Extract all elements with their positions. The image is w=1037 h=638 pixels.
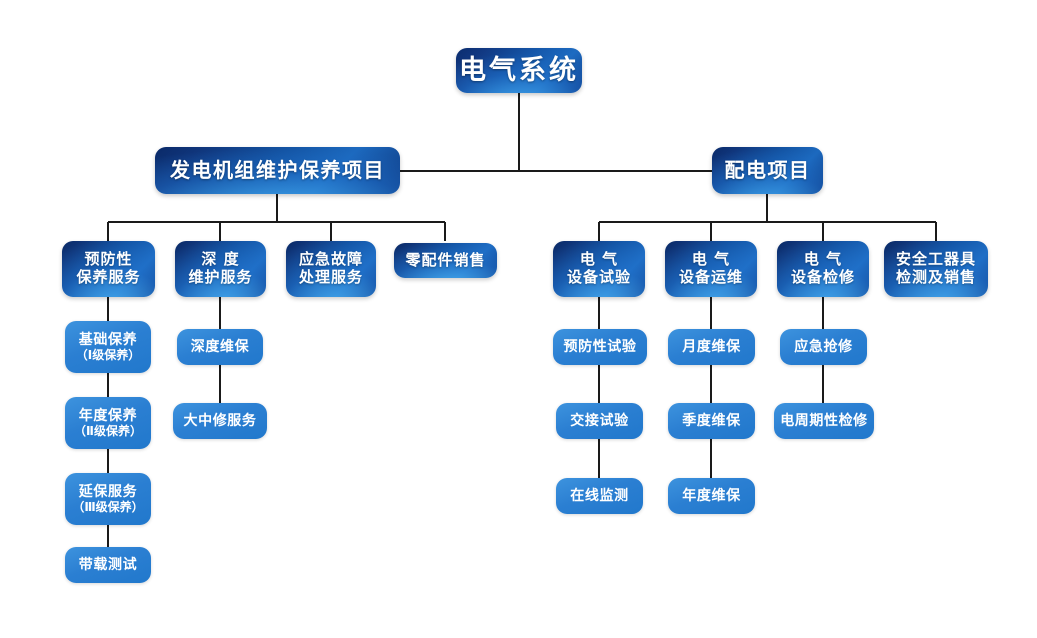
node-annual-maintenance-level2[interactable]: 年度保养 （Ⅱ级保养）: [65, 397, 151, 449]
node-label-line1: 季度维保: [682, 412, 741, 429]
node-emergency-fault-handling-service[interactable]: 应急故障 处理服务: [286, 241, 376, 297]
node-label-line1: 电 气: [579, 250, 619, 269]
node-label-line2: 设备运维: [678, 268, 743, 286]
node-label-line1: 年度维保: [682, 487, 741, 504]
node-label-line2: 检测及销售: [895, 268, 976, 286]
node-periodic-electrical-overhaul[interactable]: 电周期性检修: [774, 403, 874, 439]
node-monthly-maintenance[interactable]: 月度维保: [668, 329, 755, 365]
node-label-line1: 安全工器具: [895, 250, 976, 269]
node-label-line2: 设备试验: [566, 268, 631, 286]
node-label-line2: 处理服务: [298, 268, 363, 286]
node-label-line2: 保养服务: [76, 268, 141, 286]
node-electrical-equipment-operation[interactable]: 电 气 设备运维: [665, 241, 757, 297]
node-annual-maintenance[interactable]: 年度维保: [668, 478, 755, 514]
node-label-line2: 设备检修: [790, 268, 855, 286]
node-label-line1: 预防性试验: [563, 338, 637, 355]
node-deep-maintenance-service[interactable]: 深 度 维护服务: [175, 241, 266, 297]
node-label-line2: 维护服务: [188, 268, 253, 286]
node-label: 发电机组维护保养项目: [170, 157, 385, 182]
node-label-line1: 应急抢修: [794, 338, 853, 355]
node-label-line1: 基础保养: [78, 331, 138, 348]
node-label: 配电项目: [724, 157, 811, 182]
node-load-test[interactable]: 带载测试: [65, 547, 151, 583]
node-label-line1: 延保服务: [78, 483, 138, 500]
node-electrical-equipment-overhaul[interactable]: 电 气 设备检修: [777, 241, 869, 297]
node-preventive-maintenance-service[interactable]: 预防性 保养服务: [62, 241, 155, 297]
node-label-line2: （Ⅲ级保养）: [72, 500, 144, 515]
node-emergency-repair[interactable]: 应急抢修: [780, 329, 867, 365]
node-label-line1: 电 气: [691, 250, 731, 269]
node-extended-warranty-level3[interactable]: 延保服务 （Ⅲ级保养）: [65, 473, 151, 525]
node-deep-maintenance[interactable]: 深度维保: [177, 329, 263, 365]
node-label-line1: 深 度: [201, 250, 240, 269]
node-label-line1: 深度维保: [190, 338, 250, 355]
node-spare-parts-sales[interactable]: 零配件销售: [394, 243, 497, 278]
node-electrical-equipment-testing[interactable]: 电 气 设备试验: [553, 241, 645, 297]
node-root-electrical-system[interactable]: 电气系统: [456, 48, 582, 93]
node-power-distribution-project[interactable]: 配电项目: [712, 147, 823, 194]
node-label-line2: （Ⅰ级保养）: [75, 348, 141, 363]
node-label-line1: 在线监测: [570, 487, 629, 504]
node-label-line1: 电 气: [803, 250, 843, 269]
node-generator-maintenance-project[interactable]: 发电机组维护保养项目: [155, 147, 400, 194]
node-label-line1: 交接试验: [570, 412, 629, 429]
node-basic-maintenance-level1[interactable]: 基础保养 （Ⅰ级保养）: [65, 321, 151, 373]
node-major-medium-overhaul-service[interactable]: 大中修服务: [173, 403, 267, 439]
node-label-line1: 零配件销售: [405, 250, 486, 269]
node-label-line1: 带载测试: [78, 556, 138, 573]
node-label-line1: 年度保养: [78, 407, 138, 424]
node-label-line1: 应急故障: [298, 250, 363, 269]
node-label-line2: （Ⅱ级保养）: [74, 424, 142, 439]
node-quarterly-maintenance[interactable]: 季度维保: [668, 403, 755, 439]
node-label-line1: 大中修服务: [183, 412, 257, 429]
node-safety-tools-inspection-sales[interactable]: 安全工器具 检测及销售: [884, 241, 988, 297]
node-preventive-test[interactable]: 预防性试验: [553, 329, 647, 365]
node-label-line1: 月度维保: [682, 338, 741, 355]
node-online-monitoring[interactable]: 在线监测: [556, 478, 643, 514]
node-handover-test[interactable]: 交接试验: [556, 403, 643, 439]
node-label: 电气系统: [459, 54, 579, 86]
node-label-line1: 电周期性检修: [780, 412, 868, 429]
node-label-line1: 预防性: [84, 250, 133, 269]
